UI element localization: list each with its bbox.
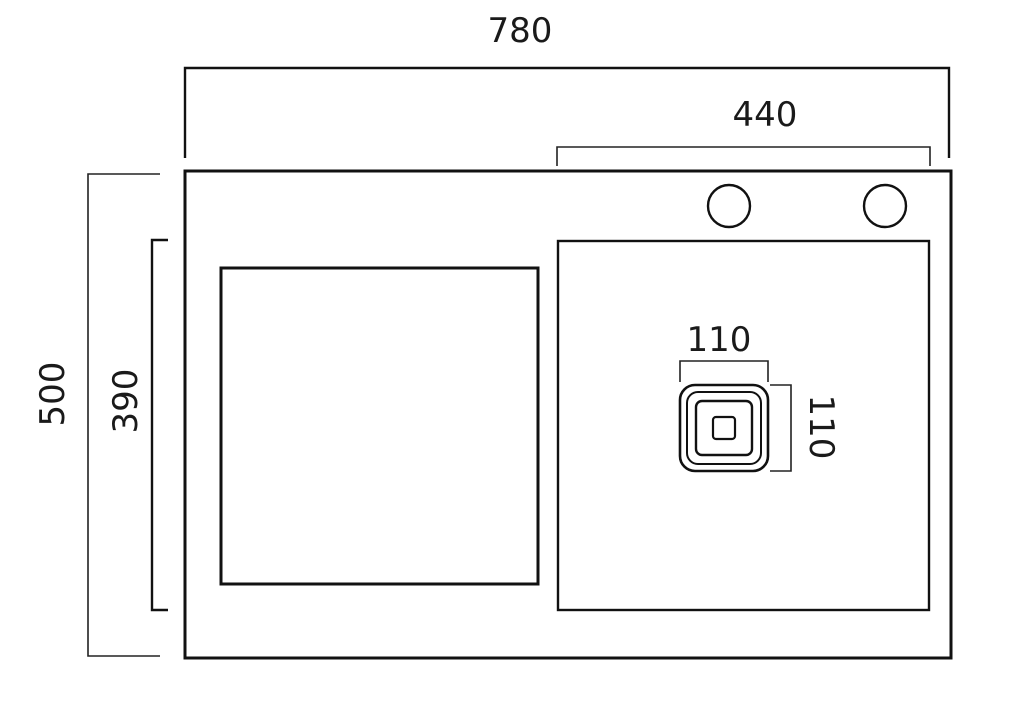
bowl-width-dimension: 440 (556, 95, 931, 166)
drain-center (711, 415, 737, 441)
drainboard-panel (219, 266, 540, 586)
overall-width-bracket (183, 66, 951, 158)
drain (678, 383, 770, 473)
tap-hole-right (862, 183, 908, 229)
tap-hole-left (706, 183, 752, 229)
drain-width-bracket (679, 360, 769, 382)
bowl-depth-label: 390 (106, 369, 146, 434)
drain-outer (678, 383, 770, 473)
overall-depth-bracket (87, 173, 160, 657)
drain-grate (694, 399, 754, 457)
bowl-depth-dimension: 390 (106, 238, 168, 612)
drain-depth-bracket (770, 384, 792, 472)
bowl-depth-bracket (150, 238, 168, 612)
drain-ring (686, 391, 762, 465)
drain-width-label: 110 (687, 320, 752, 360)
drain-width-dimension: 110 (679, 320, 769, 382)
main-bowl (556, 239, 931, 612)
overall-width-dimension: 780 (183, 11, 951, 158)
overall-width-label: 780 (488, 11, 553, 51)
overall-depth-dimension: 500 (33, 173, 160, 657)
sink-outline (183, 169, 953, 660)
bowl-width-label: 440 (733, 95, 798, 135)
overall-depth-label: 500 (33, 362, 73, 427)
drain-depth-dimension: 110 (770, 384, 841, 472)
drain-depth-label: 110 (801, 395, 841, 460)
bowl-width-bracket (556, 146, 931, 166)
